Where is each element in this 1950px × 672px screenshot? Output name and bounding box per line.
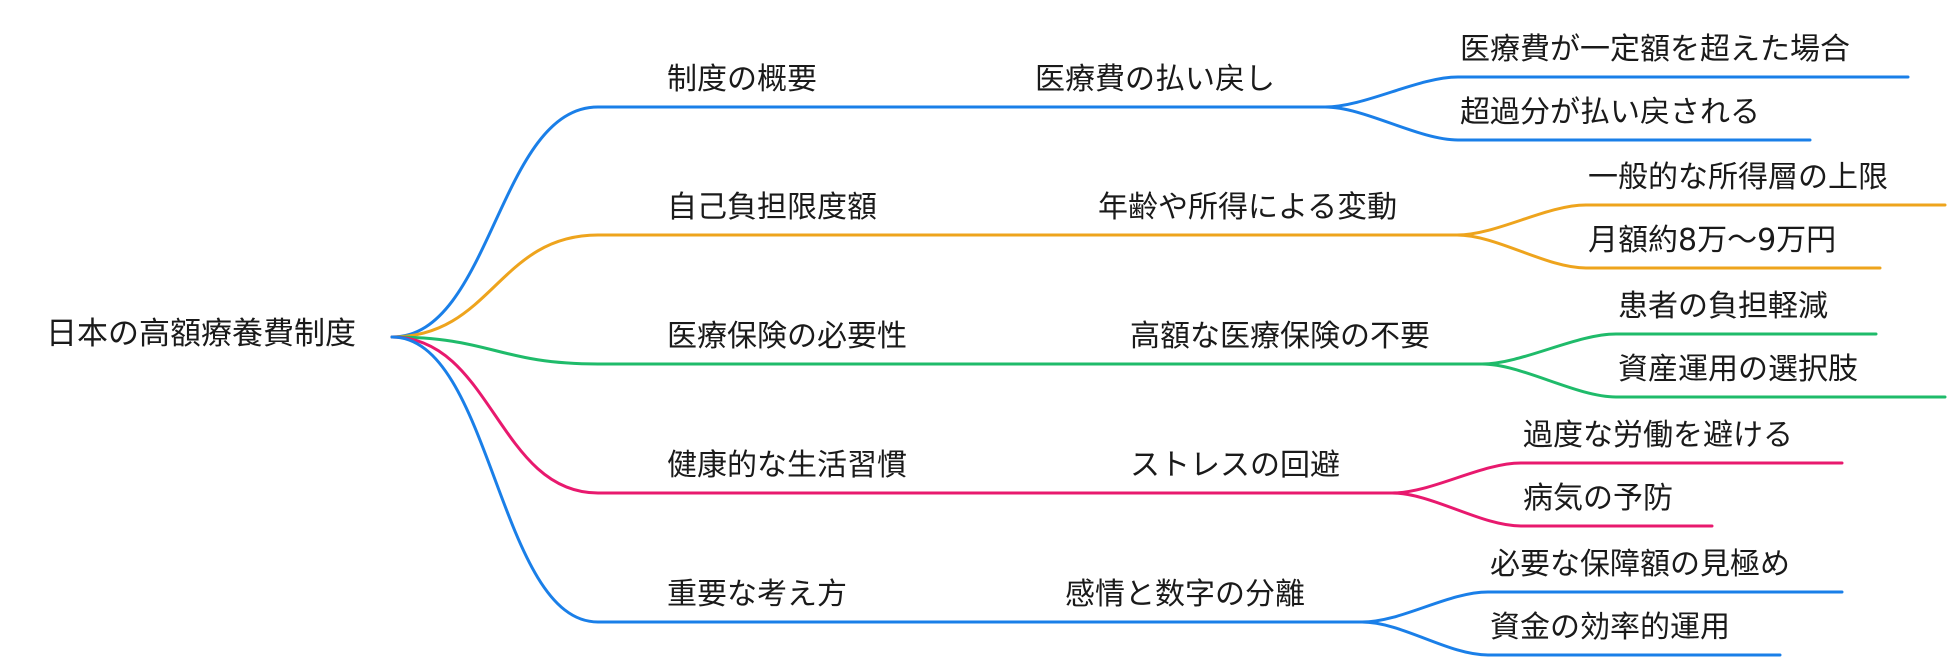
branch-link	[390, 335, 977, 624]
branch-label: 健康的な生活習慣	[667, 448, 907, 483]
branch-link	[390, 335, 977, 495]
leaf-link	[1455, 203, 1947, 237]
leaf-link	[1360, 590, 1844, 624]
leaf-label: 過度な労働を避ける	[1523, 418, 1793, 453]
branch-link	[390, 335, 977, 366]
root-node-label: 日本の高額療養費制度	[46, 316, 356, 352]
leaf-link	[1323, 75, 1910, 109]
sub-branch-label: 医療費の払い戻し	[1035, 62, 1275, 97]
branch-label: 自己負担限度額	[667, 190, 877, 225]
branch-link	[390, 105, 977, 339]
leaf-label: 一般的な所得層の上限	[1588, 160, 1888, 195]
leaf-link	[1480, 362, 1947, 399]
leaf-link	[1323, 105, 1812, 142]
leaf-link	[1360, 620, 1782, 657]
sub-branch-label: 感情と数字の分離	[1065, 577, 1305, 612]
leaf-label: 患者の負担軽減	[1618, 289, 1828, 324]
leaf-label: 資産運用の選択肢	[1618, 352, 1858, 387]
sub-branch-label: 高額な医療保険の不要	[1130, 319, 1430, 354]
sub-branch-label: ストレスの回避	[1130, 448, 1340, 483]
leaf-label: 月額約8万～9万円	[1588, 223, 1837, 258]
branch-link	[390, 233, 977, 339]
leaf-link	[1480, 332, 1878, 366]
leaf-label: 病気の予防	[1523, 481, 1673, 516]
branch-label: 制度の概要	[667, 62, 817, 97]
leaf-label: 超過分が払い戻される	[1460, 95, 1760, 130]
leaf-label: 医療費が一定額を超えた場合	[1460, 32, 1850, 67]
leaf-link	[1390, 461, 1844, 495]
branch-label: 医療保険の必要性	[667, 319, 907, 354]
branch-label: 重要な考え方	[667, 577, 847, 612]
leaf-label: 必要な保障額の見極め	[1490, 547, 1790, 582]
leaf-link	[1455, 233, 1882, 270]
sub-branch-label: 年齢や所得による変動	[1098, 190, 1398, 225]
leaf-link	[1390, 491, 1714, 528]
leaf-label: 資金の効率的運用	[1490, 610, 1730, 645]
